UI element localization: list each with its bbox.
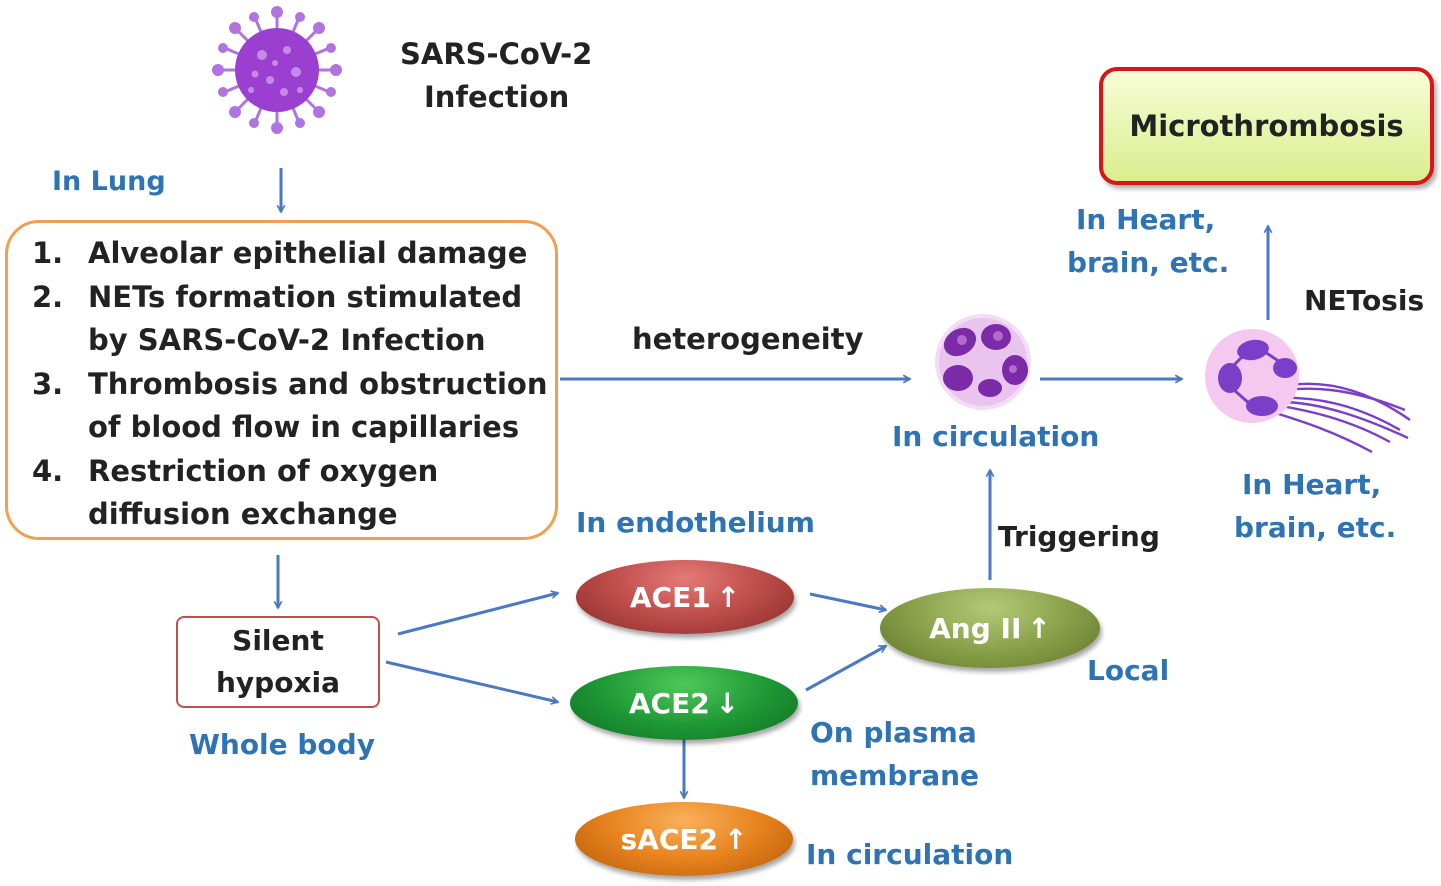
in-lung-label: In Lung — [52, 166, 166, 197]
triggering-label: Triggering — [998, 520, 1160, 553]
on-plasma-membrane-line2: membrane — [810, 759, 980, 792]
silent-hypoxia-line2: hypoxia — [215, 666, 341, 699]
up-arrow-icon: ↑ — [724, 822, 748, 856]
microthrombosis-box: Microthrombosis — [1099, 67, 1434, 185]
heterogeneity-label: heterogeneity — [632, 322, 864, 356]
in-endothelium-label: In endothelium — [576, 506, 815, 539]
local-label: Local — [1087, 654, 1170, 687]
sace2-label: sACE2 — [620, 822, 719, 856]
lung-effect-item: 1. Alveolar epithelial damage — [32, 236, 528, 270]
virus-label-line1: SARS-CoV-2 — [400, 37, 593, 71]
silent-hypoxia-box: Silent hypoxia — [176, 616, 380, 708]
ace1-node: ACE1↑ — [576, 560, 794, 634]
in-heart-top-line2: brain, etc. — [1067, 246, 1230, 279]
arrow-ace1-to-ang2 — [809, 592, 886, 610]
in-heart-bottom-line1: In Heart, — [1242, 468, 1382, 501]
in-circulation-neutrophil-label: In circulation — [892, 420, 1100, 453]
sace2-node: sACE2↑ — [575, 802, 793, 876]
in-heart-bottom-line2: brain, etc. — [1234, 511, 1397, 544]
lung-effect-item: 3. Thrombosis and obstruction — [32, 366, 548, 401]
microthrombosis-label: Microthrombosis — [1129, 109, 1404, 143]
up-arrow-icon: ↑ — [716, 580, 741, 614]
lung-effect-item: 2. NETs formation stimulated — [32, 279, 523, 314]
in-heart-top-line1: In Heart, — [1076, 203, 1216, 236]
silent-hypoxia-line1: Silent — [232, 624, 324, 657]
netosis-icon — [1205, 329, 1411, 454]
virus-icon — [212, 6, 342, 134]
flow-arrows — [278, 168, 1268, 798]
lung-effect-item: 4. Restriction of oxygen — [32, 453, 439, 488]
ang2-node: Ang II↑ — [880, 588, 1100, 668]
neutrophil-icon — [935, 314, 1031, 410]
in-circulation-sace2-label: In circulation — [806, 838, 1014, 871]
virus-label-line2: Infection — [424, 80, 570, 114]
netosis-label: NETosis — [1304, 284, 1425, 317]
ace1-label: ACE1 — [629, 580, 711, 614]
lung-effects-list: 1. Alveolar epithelial damage 2. NETs fo… — [32, 232, 548, 537]
ang2-label: Ang II — [929, 611, 1022, 645]
down-arrow-icon: ↓ — [715, 686, 740, 720]
arrow-hypoxia-to-ace2 — [385, 660, 558, 702]
ace2-node: ACE2↓ — [570, 666, 798, 740]
arrow-hypoxia-to-ace1 — [397, 593, 558, 636]
lung-effects-box — [5, 220, 558, 540]
ace2-label: ACE2 — [628, 686, 710, 720]
arrow-ace2-to-ang2 — [805, 644, 886, 692]
up-arrow-icon: ↑ — [1027, 611, 1051, 645]
whole-body-label: Whole body — [189, 728, 375, 761]
on-plasma-membrane-line1: On plasma — [810, 716, 977, 749]
